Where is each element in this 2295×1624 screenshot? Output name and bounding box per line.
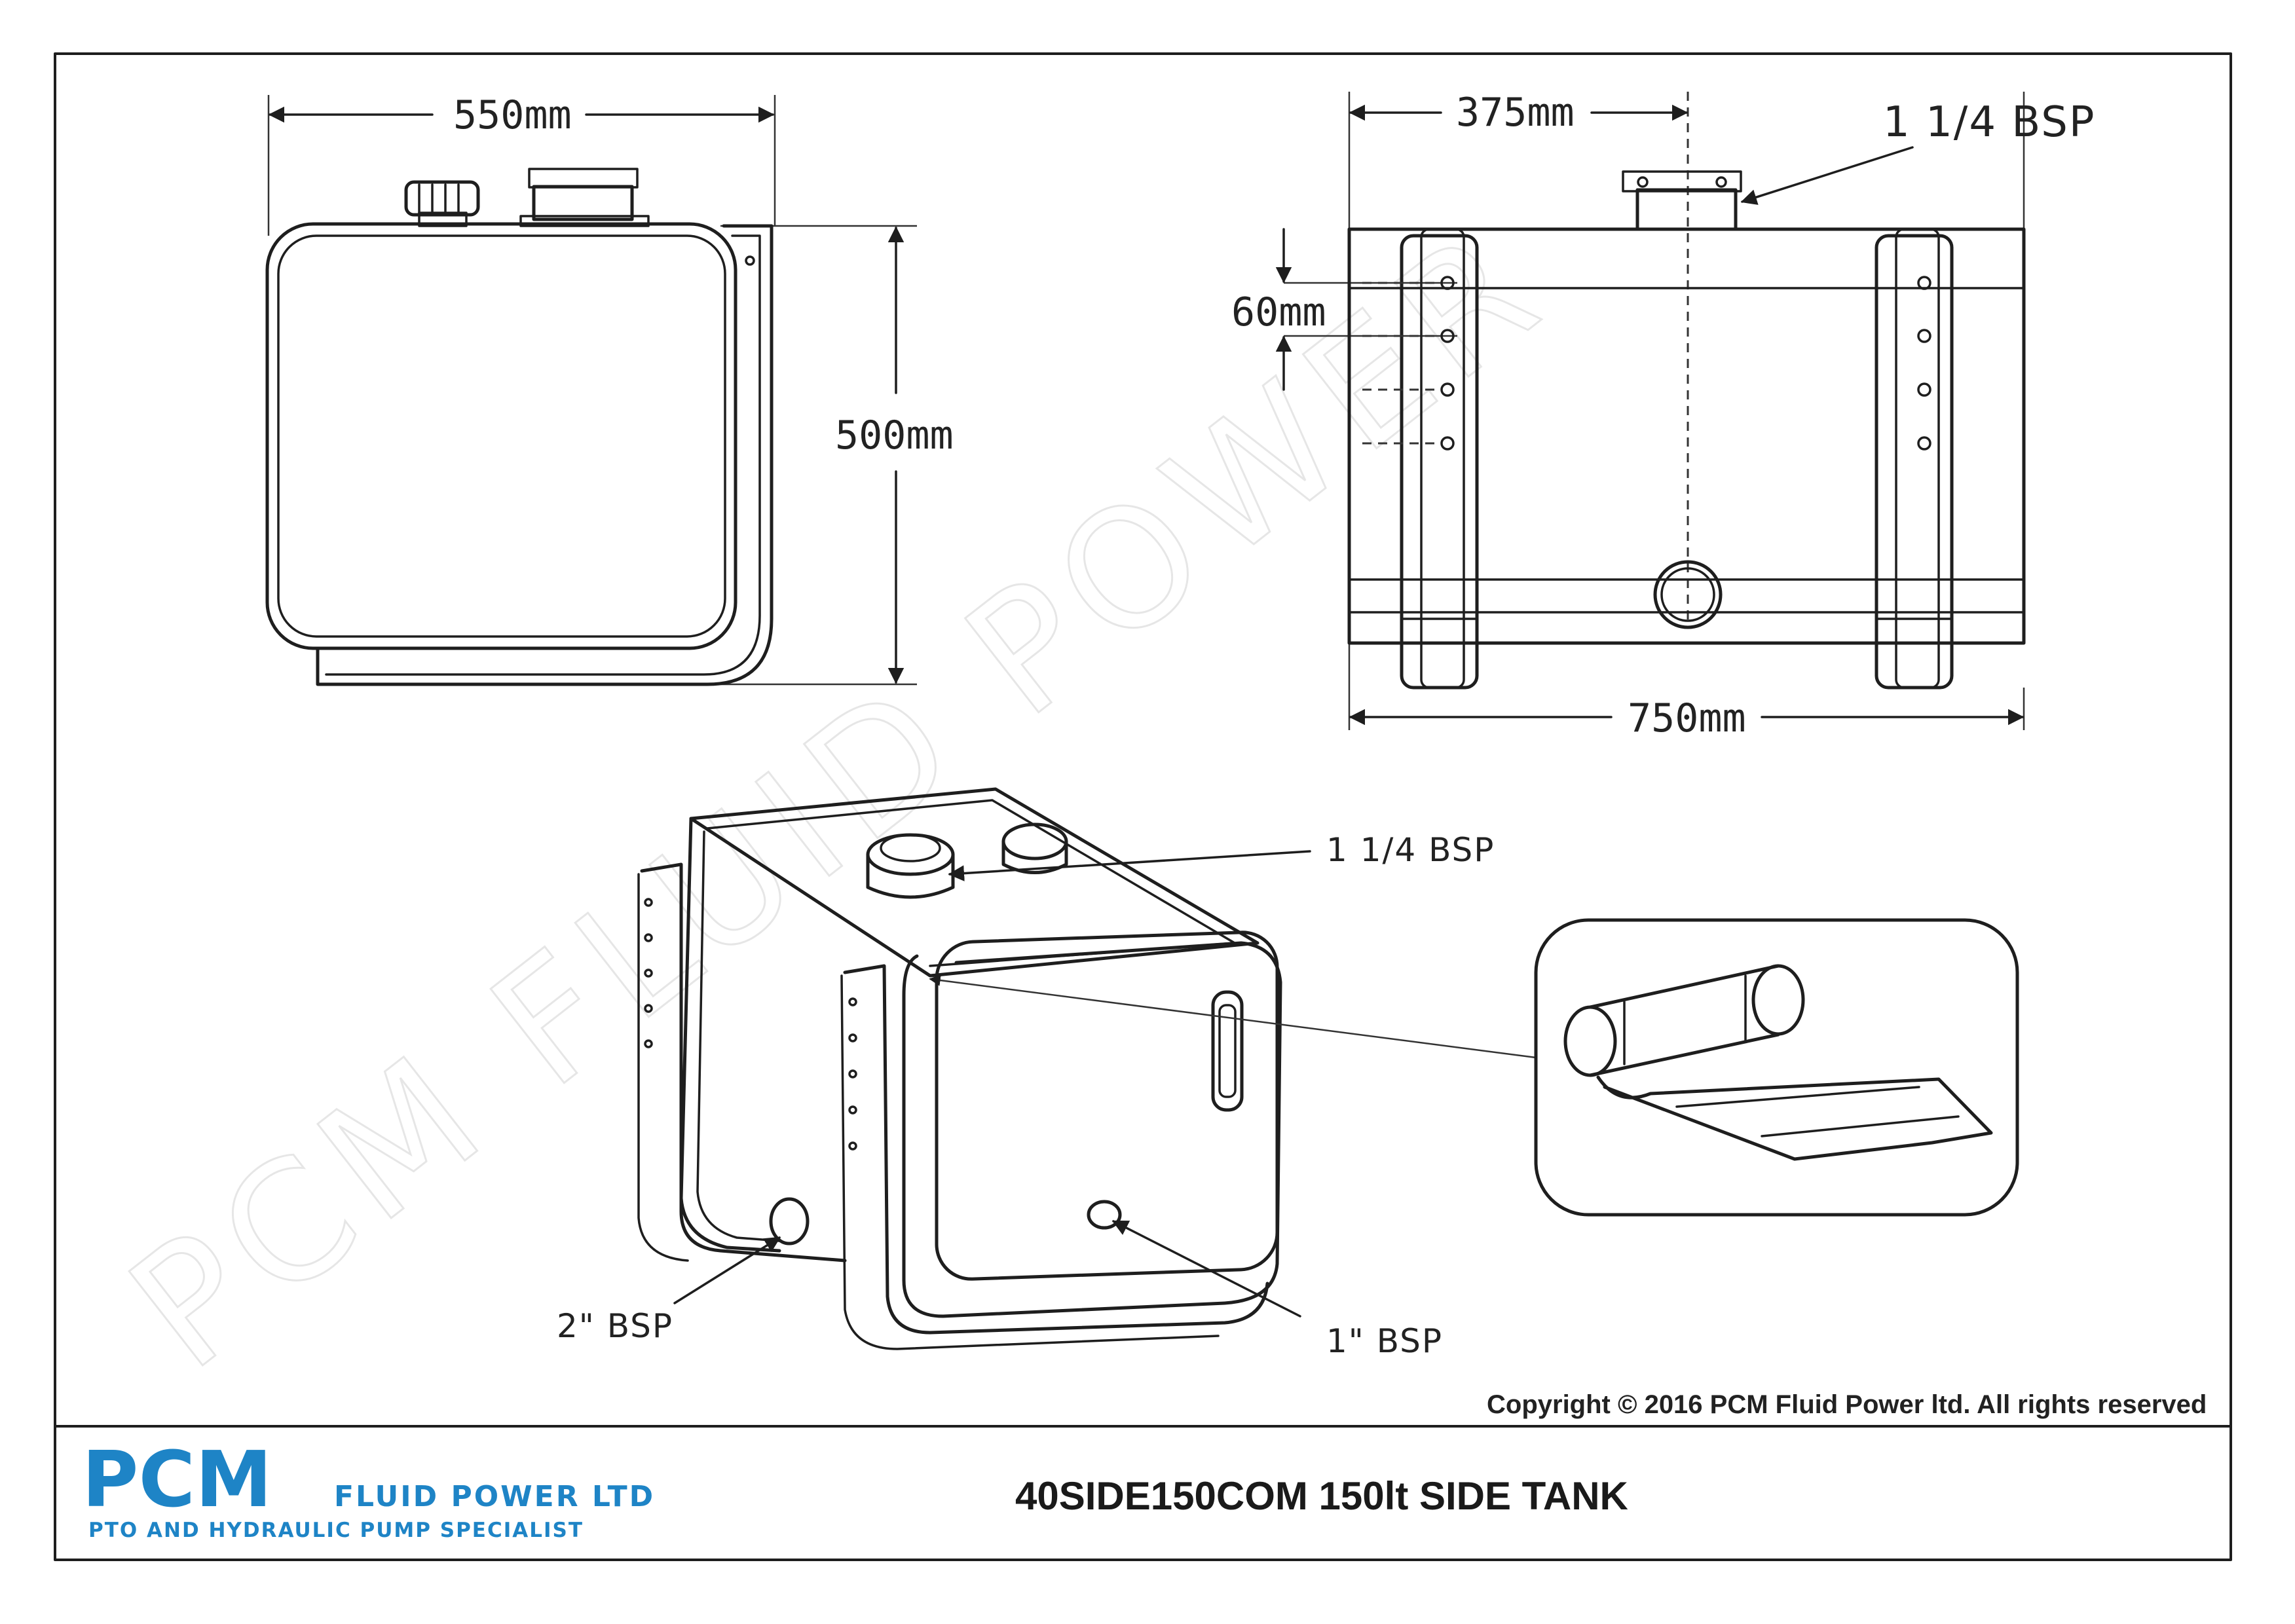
drawing-title: 40SIDE150COM 150lt SIDE TANK xyxy=(1015,1474,1628,1518)
logo-tagline-text: PTO AND HYDRAULIC PUMP SPECIALIST xyxy=(88,1519,584,1542)
bracket-pitch-dimension: 60mm xyxy=(1231,289,1326,335)
side-view: 375mm 750mm 60mm xyxy=(1231,90,2095,741)
hinge-detail xyxy=(1534,918,2019,1217)
sheet-border xyxy=(54,52,2232,1561)
iso-top-port-callout: 1 1/4 BSP xyxy=(1326,831,1495,869)
logo-main-text: PCM xyxy=(82,1434,272,1524)
width-dimension: 550mm xyxy=(453,92,572,138)
length-dimension: 750mm xyxy=(1628,695,1746,741)
iso-bottom-port-callout: 2" BSP xyxy=(557,1307,673,1345)
top-port-callout: 1 1/4 BSP xyxy=(1883,98,2095,147)
isometric-view: 1 1/4 BSP 2" BSP 1" BSP xyxy=(557,787,1537,1360)
copyright-notice: Copyright © 2016 PCM Fluid Power ltd. Al… xyxy=(1487,1390,2207,1419)
company-logo: PCM FLUID POWER LTD PTO AND HYDRAULIC PU… xyxy=(82,1434,655,1542)
iso-side-port-callout: 1" BSP xyxy=(1326,1322,1443,1360)
front-view: 550mm 500mm xyxy=(265,92,954,686)
watermark: PCM FLUID POWER xyxy=(96,189,1579,1405)
half-length-dimension: 375mm xyxy=(1456,90,1575,136)
logo-sub-text: FLUID POWER LTD xyxy=(334,1480,655,1513)
height-dimension: 500mm xyxy=(835,413,954,458)
